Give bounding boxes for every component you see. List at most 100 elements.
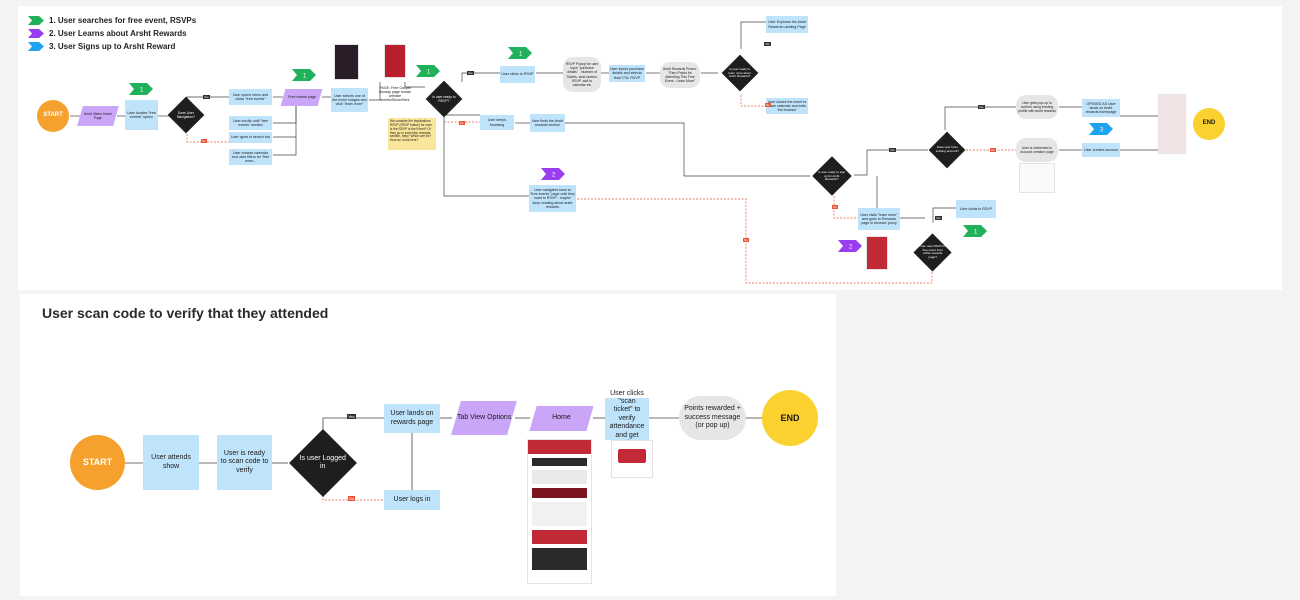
thumbnail-block [532,530,587,544]
node-label: Home [552,414,571,422]
decision-label: Is user ready to RSVP? [432,94,456,103]
start-node-2[interactable]: START [70,435,125,490]
step-badge-blue: 3 [1089,122,1113,140]
yes-tag: Yes [935,216,942,220]
decision-label: Does User Navigation? [177,110,195,119]
node-label: OPENED AS User lands on Arsht rewards ho… [1085,101,1117,115]
node-label: User visits "learn more" and goes to Rew… [860,212,898,226]
node-label: User types in search bar [231,135,270,140]
badge-number: 1 [427,70,431,76]
start-node[interactable]: START [37,100,69,132]
step-badge-green: 1 [292,68,316,86]
closes-event-node[interactable]: User closes the event to learn calendar … [766,98,808,114]
decision-label: Is user ready to learn more about Arsht … [728,66,752,78]
thumbnail-block [532,502,587,526]
selects-event-node[interactable]: User selects one of the event images and… [331,88,368,112]
navigates-back-node[interactable]: User navigates back to "free events" pag… [529,185,576,212]
node-label: User keeps browsing [487,118,507,127]
rsvp-popup-node[interactable]: RSVP Popup for user input "purchase deta… [563,57,601,92]
yes-tag: Yes [347,414,356,419]
end-node-2[interactable]: END [762,390,818,446]
thumbnail-block [532,488,587,498]
decision-label: Is user Logged in [299,454,347,470]
node-label: User gets pop-up to confirm using existi… [1018,100,1056,114]
decision-label: Is user ready to sign up for Arsht Rewar… [818,169,846,181]
creates-account-node[interactable]: User creates account [1082,143,1120,157]
free-events-page-node[interactable]: Free events page [280,89,323,106]
visits-rewards-page-node[interactable]: User visits "learn more" and goes to Rew… [858,208,900,230]
clicks-scan-node[interactable]: User clicks "scan ticket" to verify atte… [605,390,649,447]
thumbnail-footer [532,548,587,570]
start-label: START [43,112,63,119]
redirected-node[interactable]: User is redirected to account creation p… [1016,138,1058,162]
home-node[interactable]: Home [529,406,594,431]
no-tag: No [743,238,749,242]
decision-label: Does user have existing account? [935,145,959,153]
legend-item-3: 3. User Signs up to Arsht Reward [28,42,175,51]
yes-tag: Yes [889,148,896,152]
no-tag: No [832,205,838,209]
badge-number: 3 [1100,128,1104,134]
badge-number: 2 [849,245,853,251]
rewards-mobile-thumbnail [866,236,888,270]
badge-number: 1 [140,88,144,94]
chevron-arrow-icon-blue [28,42,44,51]
keeps-browsing-node[interactable]: User keeps browsing [480,115,514,130]
points-rewarded-node[interactable]: Points rewarded + success message (or po… [679,396,746,440]
types-search-node[interactable]: User types in search bar [229,132,272,143]
yes-tag: Yes [467,71,474,75]
clicks-rsvp-node[interactable]: User clicks to RSVP [500,66,535,83]
yes-tag: Yes [203,95,210,99]
step-badge-green: 1 [129,82,153,100]
step-badge-green: 1 [963,224,987,242]
node-label: User attends show [151,454,191,470]
end-label: END [780,412,800,423]
opened-rewards-node[interactable]: OPENED AS User lands on Arsht rewards ho… [1082,99,1120,117]
node-label: User clicks to RSVP [959,206,993,211]
badge-number: 1 [303,74,307,80]
opens-menu-node[interactable]: User opens menu and clicks "free events" [229,89,272,105]
finds-section-node[interactable]: User finds the Arsht rewards section [530,114,565,132]
scan-ticket-thumbnail [611,440,653,478]
arsht-promo-node[interactable]: Arsht Rewards Promo: "Earn Points for At… [660,62,700,88]
node-label: Points rewarded + success message (or po… [684,405,741,430]
locates-free-node[interactable]: User locates "free events" option [125,100,158,130]
browses-calendar-node[interactable]: User browse calendar and uses filters fo… [229,149,272,165]
event-page-thumbnail [334,44,359,80]
clicks-rsvp-again-node[interactable]: User clicks to RSVP [956,200,996,218]
node-label: User scrolls until "free events" section [233,118,268,127]
legend-item-1: 1. User searches for free event, RSVPs [28,16,196,25]
tab-view-node[interactable]: Tab View Options [451,401,517,435]
end-node[interactable]: END [1193,108,1225,140]
thumbnail-header [528,440,591,454]
end-label: END [1202,120,1216,127]
legend-item-2: 2. User Learns about Arsht Rewards [28,29,187,38]
scrolls-node[interactable]: User scrolls until "free events" section [229,116,272,130]
node-label: User inputs purchase details and selects… [610,67,644,80]
thumbnail-block [532,458,587,466]
legend-label: 2. User Learns about Arsht Rewards [49,29,187,38]
gets-popup-node[interactable]: User gets pop-up to confirm using existi… [1016,95,1058,119]
ready-scan-node[interactable]: User is ready to scan code to verify [217,435,272,490]
node-label: User closes the event to learn calendar … [767,99,807,113]
lands-rewards-node[interactable]: User lands on rewards page [384,404,440,433]
event-detail-thumbnail [384,44,406,78]
yes-tag: Yes [978,105,985,109]
sticky-note: We consider the implications RSVP (RSVP … [388,118,436,150]
yes-tag: Yes [764,42,771,46]
node-label: RSVP Popup for user input "purchase deta… [565,62,599,87]
rewards-page-thumbnail [527,439,592,584]
visitor-home-node[interactable]: Arsht Visitor Home Page [77,106,119,126]
node-label: User selects one of the event images and… [332,93,367,107]
note-text: We consider the implications RSVP (RSVP … [390,119,433,143]
chevron-arrow-icon-green [28,16,44,25]
logs-in-node[interactable]: User logs in [384,490,440,510]
node-label: User is ready to scan code to verify [220,449,269,474]
chevron-arrow-icon-purple [28,29,44,38]
node-label: Tab View Options [456,413,512,421]
attends-show-node[interactable]: User attends show [143,435,199,490]
badge-number: 2 [552,173,556,179]
inputs-purchase-node[interactable]: User inputs purchase details and selects… [609,65,645,82]
explores-rewards-node[interactable]: User Explores the Arsht Rewards Landing … [766,16,808,33]
thumbnail-block [618,449,646,463]
